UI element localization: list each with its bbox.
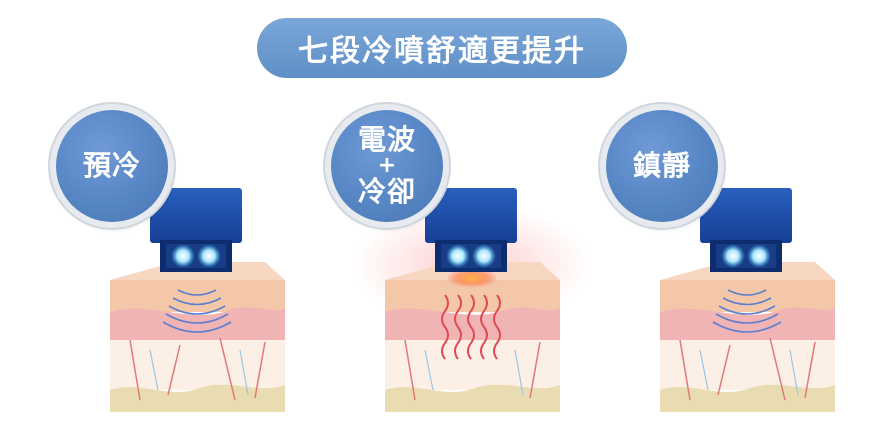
cooling-waves (712, 289, 782, 333)
skin-block (385, 262, 560, 412)
step-soothe: 鎮靜 (606, 100, 880, 420)
skin-block (110, 262, 285, 412)
step-badge-rf-cooling: 電波 + 冷卻 (331, 110, 443, 222)
step-precool: 預冷 (56, 100, 340, 420)
step-badge-precool: 預冷 (56, 110, 168, 222)
step-label-plus: + (377, 153, 397, 179)
page-title: 七段冷噴舒適更提升 (298, 34, 586, 69)
device-head (700, 188, 792, 272)
step-rf-cooling: 電波 + 冷卻 (331, 100, 615, 420)
device-head (425, 188, 517, 272)
step-label-precool: 預冷 (82, 148, 141, 182)
device-head (150, 188, 242, 272)
heat-waves (441, 294, 501, 360)
precool-illustration (110, 188, 285, 412)
title-banner: 七段冷噴舒適更提升 (257, 18, 627, 78)
rf-cooling-illustration (352, 188, 592, 412)
step-badge-soothe: 鎮靜 (606, 110, 718, 222)
skin-block (660, 262, 835, 412)
step-label-cooling: 冷卻 (357, 174, 416, 208)
step-label-soothe: 鎮靜 (632, 148, 691, 182)
soothe-illustration (660, 188, 835, 412)
cooling-waves (162, 289, 232, 333)
heat-glow (446, 268, 498, 288)
step-label-rf: 電波 (357, 122, 416, 156)
